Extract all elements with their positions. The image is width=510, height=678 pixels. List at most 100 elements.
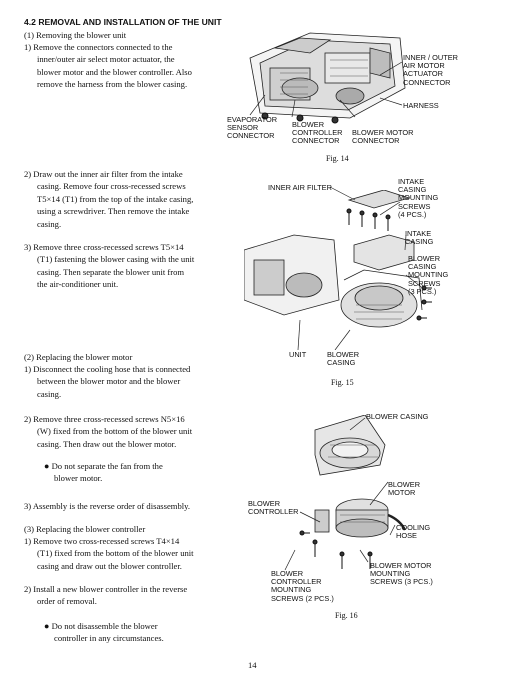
text-line: casing. bbox=[37, 218, 62, 229]
text-line: controller in any circumstances. bbox=[54, 633, 164, 644]
note-do-not-separate-fan: ● Do not separate the fan from the blowe… bbox=[44, 460, 234, 485]
text-line: using a screwdriver. Then remove the int… bbox=[37, 206, 190, 217]
label-line: CONNECTOR bbox=[352, 136, 400, 146]
subsection-title-replacing-motor: (2) Replacing the blower motor bbox=[24, 352, 133, 362]
label-line: BLOWER bbox=[271, 569, 304, 578]
bullet-icon: ● bbox=[44, 621, 50, 631]
label-line: AIR MOTOR bbox=[403, 61, 445, 71]
page-number: 14 bbox=[248, 660, 257, 670]
fig15-label-intake-casing: INTAKE CASING bbox=[405, 229, 434, 247]
label-line: CONTROLLER bbox=[271, 577, 322, 587]
label-line: MOUNTING bbox=[370, 569, 411, 579]
label-line: CASING bbox=[408, 262, 437, 272]
label-line: SCREWS bbox=[408, 278, 441, 288]
text-line: remove the harness from the blower casin… bbox=[37, 79, 188, 90]
text-line: blower motor and the blower controller. … bbox=[37, 66, 192, 77]
text-line: 1) Disconnect the cooling hose that is c… bbox=[24, 364, 191, 374]
step-1-1: 1) Remove the connectors connected to th… bbox=[24, 41, 239, 91]
label-line: (4 PCS.) bbox=[398, 209, 427, 219]
bullet-icon: ● bbox=[44, 461, 50, 471]
fig16-label-blower-controller: BLOWER CONTROLLER bbox=[248, 499, 299, 516]
text-line: (T1) fastening the blower casing with th… bbox=[37, 254, 195, 265]
fig16-label-blower-motor: BLOWER MOTOR bbox=[388, 480, 421, 498]
label-line: INNER / OUTER bbox=[403, 53, 459, 62]
text-line: 2) Install a new blower controller in th… bbox=[24, 584, 188, 594]
fig14-label-evaporator-sensor: EVAPORATOR SENSOR CONNECTOR bbox=[227, 115, 278, 141]
label-line: INTAKE bbox=[398, 177, 425, 186]
label-line: BLOWER bbox=[408, 254, 441, 263]
label-line: HOSE bbox=[396, 531, 417, 541]
fig16-label-controller-screws: BLOWER CONTROLLER MOUNTING SCREWS (2 PCS… bbox=[271, 569, 334, 603]
label-line: CASING bbox=[398, 185, 427, 195]
label-line: SCREWS (2 PCS.) bbox=[271, 593, 334, 603]
text-line: casing. Then separate the blower unit fr… bbox=[37, 266, 185, 277]
note-do-not-disassemble-controller: ● Do not disassemble the blower controll… bbox=[44, 620, 234, 645]
text-line: casing. Remove four cross-recessed screw… bbox=[37, 181, 186, 192]
label-line: CONNECTOR bbox=[292, 136, 340, 146]
fig14-label-blower-controller-connector: BLOWER CONTROLLER CONNECTOR bbox=[292, 120, 343, 146]
fig16-blower-motor-illustration bbox=[299, 415, 407, 569]
step-3-1: 1) Remove two cross-recessed screws T4×1… bbox=[24, 535, 239, 572]
label-line: (3 PCS.) bbox=[408, 286, 437, 296]
label-line: SCREWS bbox=[398, 201, 431, 211]
fig16-label-cooling-hose: COOLING HOSE bbox=[396, 523, 431, 541]
step-1-2: 2) Draw out the inner air filter from th… bbox=[24, 168, 239, 230]
label-line: CONNECTOR bbox=[403, 77, 451, 87]
step-3-2: 2) Install a new blower controller in th… bbox=[24, 583, 239, 608]
fig14-label-blower-motor-connector: BLOWER MOTOR CONNECTOR bbox=[352, 128, 414, 146]
fig15-label-blower-casing: BLOWER CASING bbox=[327, 350, 360, 368]
fig16-caption: Fig. 16 bbox=[335, 611, 358, 620]
label-line: BLOWER bbox=[248, 499, 281, 508]
text-line: casing. bbox=[37, 388, 62, 399]
text-line: casing and draw out the blower controlle… bbox=[37, 560, 182, 571]
step-1-3: 3) Remove three cross-recessed screws T5… bbox=[24, 241, 239, 291]
step-2-2: 2) Remove three cross-recessed screws N5… bbox=[24, 413, 239, 450]
text-line: Do not disassemble the blower bbox=[51, 621, 158, 631]
fig15-label-blower-casing-screws: BLOWER CASING MOUNTING SCREWS (3 PCS.) bbox=[408, 254, 449, 296]
label-line: MOUNTING bbox=[408, 270, 449, 280]
label-line: CASING bbox=[327, 358, 356, 368]
text-line: (T1) fixed from the bottom of the blower… bbox=[37, 548, 194, 559]
text-line: inner/outer air select motor actuator, t… bbox=[37, 54, 175, 65]
label-line: CONTROLLER bbox=[292, 128, 343, 138]
label-line: COOLING bbox=[396, 523, 431, 532]
fig14-caption: Fig. 14 bbox=[326, 154, 349, 163]
label-line: BLOWER bbox=[388, 480, 421, 489]
text-line: T5×14 (T1) from the top of the intake ca… bbox=[37, 193, 194, 204]
text-line: between the blower motor and the blower bbox=[37, 376, 181, 387]
subsection-title-replacing-controller: (3) Replacing the blower controller bbox=[24, 524, 146, 534]
label-line: CONNECTOR bbox=[227, 131, 275, 141]
label-line: CASING bbox=[405, 237, 434, 247]
text-line: the air-conditioner unit. bbox=[37, 279, 119, 290]
text-line: 3) Remove three cross-recessed screws T5… bbox=[24, 242, 184, 252]
label-line: MOTOR bbox=[388, 488, 416, 498]
label-line: BLOWER bbox=[292, 120, 325, 129]
fig15-label-intake-mounting-screws: INTAKE CASING MOUNTING SCREWS (4 PCS.) bbox=[398, 177, 439, 219]
fig16-label-blower-casing: BLOWER CASING bbox=[366, 412, 429, 421]
step-2-1: 1) Disconnect the cooling hose that is c… bbox=[24, 363, 239, 400]
text-line: Do not separate the fan from the bbox=[51, 461, 163, 471]
text-line: (W) fixed from the bottom of the blower … bbox=[37, 426, 193, 437]
fig14-leader-lines bbox=[249, 61, 403, 118]
label-line: BLOWER bbox=[327, 350, 360, 359]
fig14-label-harness: HARNESS bbox=[403, 101, 439, 110]
label-line: MOUNTING bbox=[271, 585, 312, 595]
label-line: INTAKE bbox=[405, 229, 432, 238]
section-title: 4.2 REMOVAL AND INSTALLATION OF THE UNIT bbox=[24, 17, 222, 27]
text-line: 2) Remove three cross-recessed screws N5… bbox=[24, 414, 185, 424]
fig14-blower-unit-illustration bbox=[249, 32, 406, 124]
subsection-title-removing-blower: (1) Removing the blower unit bbox=[24, 30, 127, 40]
text-line: blower motor. bbox=[54, 473, 103, 484]
label-line: SCREWS (3 PCS.) bbox=[370, 577, 433, 587]
text-line: 1) Remove two cross-recessed screws T4×1… bbox=[24, 536, 180, 546]
fig15-caption: Fig. 15 bbox=[331, 378, 354, 387]
fig16-leader-lines bbox=[284, 417, 396, 571]
fig16-label-motor-screws: BLOWER MOTOR MOUNTING SCREWS (3 PCS.) bbox=[370, 561, 433, 587]
label-line: MOUNTING bbox=[398, 193, 439, 203]
label-line: EVAPORATOR bbox=[227, 115, 278, 124]
fig15-leader-lines bbox=[297, 186, 426, 350]
label-line: BLOWER MOTOR bbox=[352, 128, 414, 137]
fig15-blower-casing-illustration bbox=[244, 190, 432, 328]
fig15-label-unit: UNIT bbox=[289, 350, 307, 359]
text-line: 1) Remove the connectors connected to th… bbox=[24, 42, 173, 52]
